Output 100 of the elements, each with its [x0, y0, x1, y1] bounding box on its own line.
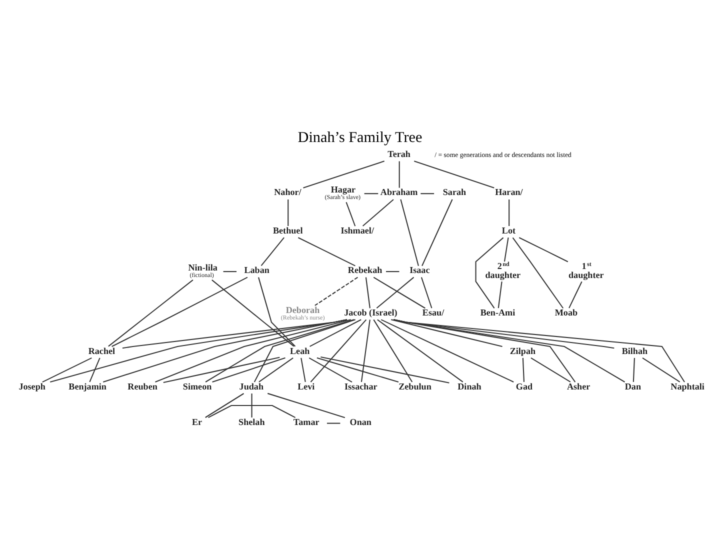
connector: [254, 319, 356, 382]
connector: [112, 276, 248, 347]
connector: [414, 160, 494, 188]
node-text: Benjamin: [68, 381, 106, 392]
connector: [208, 404, 296, 418]
connector: [360, 320, 370, 382]
connector: [42, 357, 92, 383]
connector: [212, 357, 286, 383]
node-text: Asher: [566, 381, 590, 392]
node-text: Esau/: [422, 308, 444, 318]
connector: [320, 356, 450, 384]
connector: [508, 199, 510, 226]
connector: [422, 199, 453, 266]
node-text: Joseph: [18, 381, 46, 392]
connector: [346, 202, 356, 226]
connector: [400, 199, 419, 266]
connector: [223, 271, 237, 272]
connector: [420, 193, 434, 194]
connector: [394, 319, 685, 382]
node-text: Judah: [239, 381, 264, 392]
connector: [89, 358, 100, 382]
connector: [267, 392, 346, 418]
node-text: Bethuel: [272, 225, 303, 236]
connector: [522, 358, 525, 382]
node-text: Abraham: [380, 187, 418, 198]
connector: [377, 319, 464, 382]
connector: [314, 276, 358, 306]
connector: [310, 319, 367, 382]
node-text: Zilpah: [510, 346, 536, 356]
node-text: Onan: [350, 416, 372, 427]
connector: [326, 422, 340, 424]
connector: [373, 276, 426, 309]
connector: [205, 319, 354, 382]
connector: [498, 282, 502, 308]
node-text: 2$^{nd}$ daughter: [485, 260, 521, 280]
node-text: Ben-Ami: [480, 308, 516, 318]
connector: [303, 160, 385, 188]
node-text: Tamar: [293, 416, 320, 427]
node-text: Dinah: [458, 381, 482, 392]
node-text: Bilhah: [622, 346, 648, 356]
node-text: Isaac: [410, 265, 430, 276]
connector: [398, 161, 400, 188]
connector: [205, 393, 244, 418]
node-text: Issachar: [344, 381, 378, 392]
node-text: Sarah: [442, 187, 466, 198]
connector: [50, 319, 348, 383]
connector: [103, 319, 348, 383]
connector: [308, 357, 352, 382]
connector: [316, 357, 399, 383]
node-text: Terah: [388, 148, 410, 159]
connector: [632, 358, 635, 382]
node-text: Jacob (Israel): [344, 308, 398, 318]
connector: [642, 358, 680, 382]
node-text: 1$^{st}$ daughter: [568, 260, 604, 280]
node-text: Zebulun: [398, 381, 432, 392]
node-text: Shelah: [238, 416, 265, 427]
node-text: Leah: [290, 346, 310, 356]
connector: [504, 238, 509, 262]
connector: [288, 199, 289, 226]
node-text: Haran/: [495, 187, 523, 198]
connector: [108, 279, 194, 347]
node-text: Er: [192, 416, 202, 427]
node-text: Nahor/: [274, 187, 302, 198]
node-text: Rebekah: [348, 265, 382, 276]
connector: [251, 394, 252, 418]
connector: [364, 193, 378, 194]
connector: [362, 199, 394, 226]
connector: [376, 276, 414, 309]
node-text: Lot: [502, 225, 516, 236]
node-text: Laban: [244, 265, 270, 276]
connector: [390, 319, 502, 347]
connector: [212, 280, 294, 347]
connector: [300, 358, 306, 382]
connector: [258, 277, 296, 347]
node-text: Simeon: [182, 381, 212, 392]
connector: [310, 319, 362, 347]
diagram-title: Dinah’s Family Tree: [298, 130, 422, 146]
connector: [568, 281, 582, 308]
connector: [373, 319, 413, 382]
connector: [386, 271, 400, 272]
node-text: Moab: [554, 308, 578, 318]
connector: [530, 358, 571, 382]
connector: [420, 277, 432, 308]
connector: [258, 358, 294, 382]
connector: [380, 319, 514, 382]
connector: [163, 356, 280, 384]
connector: [475, 237, 504, 309]
connector: [298, 237, 356, 266]
connector: [260, 237, 284, 266]
connector: [512, 237, 564, 309]
connector: [155, 319, 351, 382]
node-text: Naphtali: [670, 381, 704, 392]
connector: [365, 277, 370, 308]
connector: [518, 237, 568, 262]
node-text: Ishmael/: [340, 225, 374, 236]
node-text: Gad: [516, 381, 533, 392]
node-text: Reuben: [128, 381, 158, 392]
node-text: Rachel: [88, 346, 116, 356]
node-text: Dan: [624, 381, 642, 392]
node-text: Levi: [298, 381, 315, 392]
